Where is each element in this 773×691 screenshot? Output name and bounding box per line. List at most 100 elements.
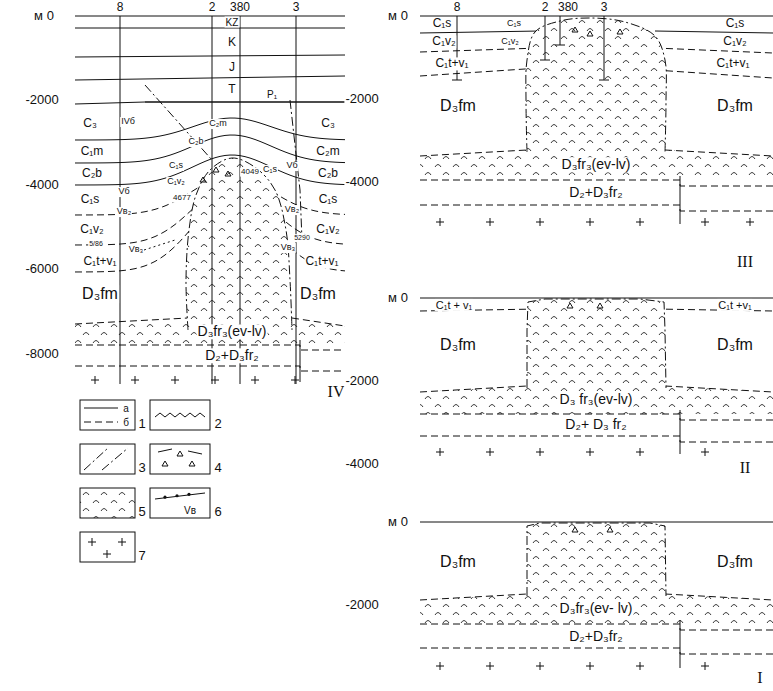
- section-label: D₂+D₃fr₂: [204, 348, 260, 363]
- section-label: 2: [541, 1, 550, 14]
- salt-dome: [526, 18, 667, 152]
- seismic-horizon: [144, 240, 175, 250]
- section-label: D₂+ D₃ fr₂: [564, 417, 627, 432]
- section-label: C₂m: [208, 119, 228, 129]
- section-label: -2000: [24, 93, 59, 107]
- layer-boundary: [75, 118, 345, 140]
- section-label: D₂+D₃fr₂: [568, 185, 624, 200]
- section-label: 380: [557, 1, 579, 14]
- section-label: 8: [116, 1, 125, 14]
- section-label: C₁s: [725, 17, 746, 30]
- legend-number: 4: [213, 461, 222, 475]
- basement-cross: [490, 218, 491, 226]
- section-label: C₁t+v₁: [434, 57, 469, 70]
- basement-cross: [705, 662, 706, 670]
- breccia-triangle: [162, 461, 168, 466]
- section-ii: [420, 298, 773, 456]
- layer-boundary: [655, 309, 773, 311]
- dome-fault: [186, 158, 292, 330]
- section-label: C₁t+v₁: [304, 255, 339, 268]
- section-label: C₁t +v₁: [717, 299, 752, 311]
- section-label: 4049: [240, 168, 260, 177]
- section-label: D₃fr₃(ev-lv): [197, 324, 268, 339]
- legend-box: [80, 400, 135, 430]
- section-label: м 0: [33, 9, 55, 23]
- section-label: -4000: [24, 178, 59, 192]
- layer-boundary: [292, 318, 345, 326]
- legend-number: 5: [137, 505, 146, 519]
- section-label: T: [227, 83, 236, 96]
- surface-line: [420, 522, 773, 523]
- legend-sample: [150, 444, 210, 474]
- section-label: 5290: [293, 234, 311, 242]
- basement-cross: [540, 218, 541, 226]
- section-label: м 0: [387, 291, 409, 305]
- section-label: Vв₂: [116, 207, 132, 217]
- section-label: 5/86: [88, 240, 104, 248]
- section-label: C₁v₂: [722, 35, 747, 48]
- basement-cross: [107, 550, 108, 558]
- basement-cross: [540, 448, 541, 456]
- section-label: D₂+D₃fr₂: [568, 629, 624, 644]
- section-label: I: [756, 669, 763, 687]
- layer-boundary: [665, 386, 773, 392]
- dome-fault: [527, 523, 666, 596]
- layer-boundary: [420, 150, 527, 156]
- layer-boundary: [75, 28, 345, 29]
- basement-cross: [540, 662, 541, 670]
- section-label: м 0: [387, 515, 409, 529]
- breccia-triangle: [225, 171, 231, 176]
- section-label: C₁v₂: [166, 177, 186, 187]
- basement-cross: [640, 448, 641, 456]
- section-label: C₁t+v₁: [715, 57, 750, 70]
- section-label: -2000: [344, 92, 379, 106]
- legend-box: [150, 444, 210, 474]
- legend-sample: [80, 400, 135, 430]
- fault-line: [680, 410, 681, 454]
- legend-sample: [80, 532, 135, 562]
- section-label: б: [122, 417, 130, 428]
- basement-cross: [95, 376, 96, 384]
- section-label: C₁t + v₁: [435, 299, 473, 311]
- legend-box: [80, 532, 135, 562]
- breccia-triangle: [200, 177, 206, 182]
- section-label: C₁s: [80, 193, 101, 206]
- layer-boundary: [665, 594, 773, 600]
- section-label: IV: [327, 383, 346, 401]
- section-label: а: [122, 403, 130, 414]
- basement-cross: [92, 538, 93, 546]
- basement-cross: [590, 448, 591, 456]
- section-label: D₃fm: [439, 97, 477, 115]
- basement-cross: [440, 448, 441, 456]
- section-label: 2: [208, 1, 217, 14]
- section-label: C₂b: [81, 167, 103, 180]
- well-line: [120, 16, 121, 384]
- fault-line: [680, 176, 681, 224]
- legend-number: 1: [137, 417, 146, 431]
- legend-number: 3: [137, 461, 146, 475]
- layer-boundary: [420, 648, 773, 654]
- section-label: Vб: [117, 187, 130, 197]
- legend-box: [80, 488, 135, 518]
- layer-boundary: [75, 318, 188, 324]
- section-label: D₃fm: [299, 285, 337, 303]
- breccia-triangle: [567, 303, 573, 308]
- section-label: K: [227, 36, 237, 49]
- section-label: C₃: [320, 117, 336, 130]
- fault-line: [300, 340, 301, 382]
- layer-boundary: [420, 594, 527, 600]
- section-label: Vв₃: [128, 245, 144, 255]
- section-label: C₁s: [262, 165, 278, 175]
- sample-solid-line: [84, 408, 118, 409]
- section-label: Vб: [285, 161, 298, 171]
- section-label: C₂b: [317, 167, 339, 180]
- section-label: -2000: [344, 374, 379, 388]
- layer-boundary: [655, 31, 773, 33]
- breccia-triangle: [189, 461, 195, 466]
- section-label: D₃fr₃(ev- lv): [559, 601, 634, 616]
- section-label: 3: [600, 1, 609, 14]
- section-label: D₃fm: [81, 285, 119, 303]
- basement-cross: [175, 376, 176, 384]
- breccia-triangle: [572, 27, 578, 32]
